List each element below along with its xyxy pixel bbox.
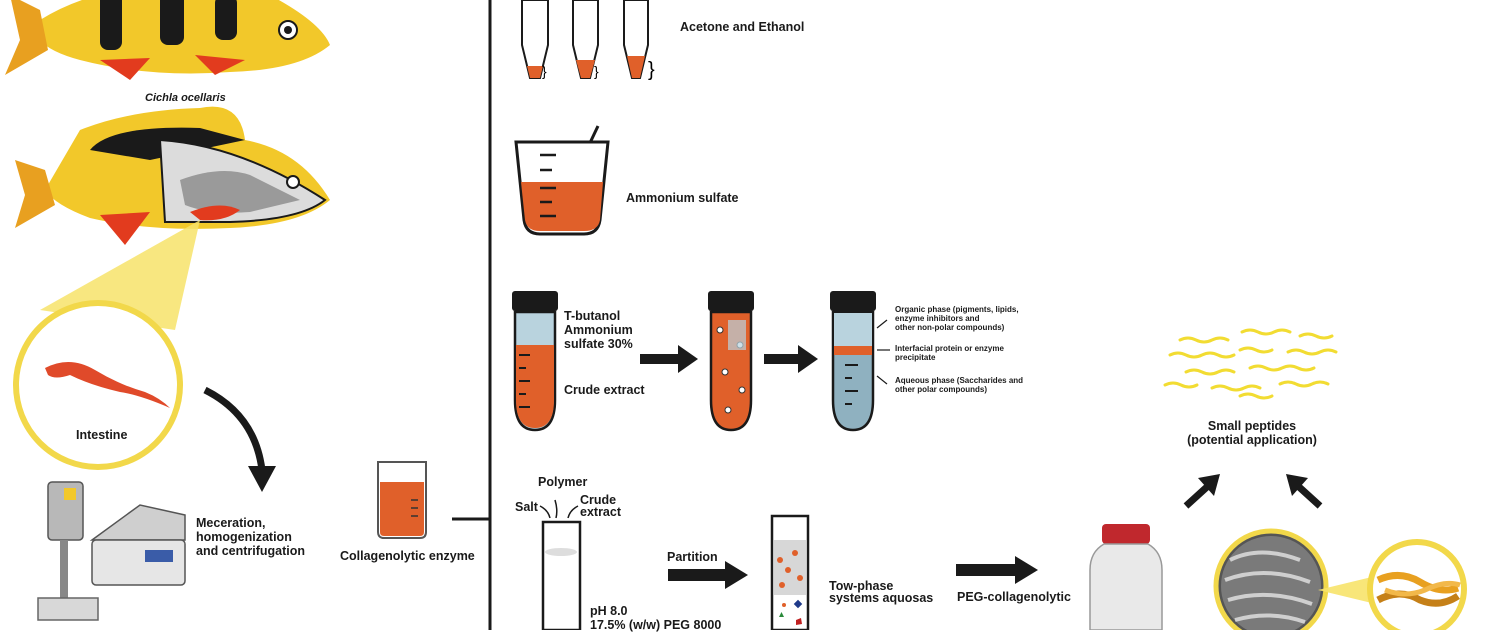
centrifuge-icon: [89, 504, 186, 586]
atps-tube-icon: [539, 499, 582, 630]
species-label: Cichla ocellaris: [145, 92, 226, 104]
organic-line-3: other non-polar compounds): [895, 323, 1005, 332]
arrow-up-right-icon: [1286, 474, 1323, 509]
arrow-up-left-icon: [1183, 474, 1220, 509]
aqueous-line-1: Aqueous phase (Saccharides and: [895, 376, 1024, 385]
interfacial-line-2: precipitate: [895, 353, 936, 362]
aqueous-line-2: other polar compounds): [895, 385, 987, 394]
intestine-label: Intestine: [76, 428, 128, 442]
two-phase-line-2: systems aquosas: [829, 591, 934, 605]
crude-extract-label: Crude extract: [564, 383, 645, 397]
crude-label: Crude extract: [580, 493, 621, 519]
partition-arrow-icon: [668, 561, 748, 589]
peptides-line-2: (potential application): [1187, 433, 1317, 447]
peg-arrow-icon: [956, 556, 1038, 584]
organic-phase-label: Organic phase (pigments, lipids, enzyme …: [895, 305, 1019, 332]
crude-line-1: Crude: [580, 493, 617, 507]
tpp-line-2: Ammonium: [564, 323, 633, 337]
ph-line-2: 17.5% (w/w) PEG 8000: [590, 618, 722, 632]
ph-label: pH 8.0 17.5% (w/w) PEG 8000: [590, 604, 721, 632]
peptides-label: Small peptides (potential application): [1182, 419, 1322, 447]
curved-arrow: [203, 386, 266, 471]
svg-text:}: }: [648, 59, 655, 81]
organic-line-1: Organic phase (pigments, lipids,: [895, 305, 1019, 314]
acetone-label: Acetone and Ethanol: [680, 20, 805, 34]
acetone-tubes-icon: } } }: [521, 0, 655, 81]
svg-text:}: }: [594, 63, 599, 79]
maceration-label: Meceration, homogenization and centrifug…: [196, 516, 305, 558]
dissected-fish-icon: [15, 106, 330, 245]
ammonium-label: Ammonium sulfate: [626, 191, 739, 205]
maceration-line-2: homogenization: [196, 530, 292, 544]
peptides-line-1: Small peptides: [1207, 419, 1297, 433]
two-phase-label: Tow-phase systems aquosas: [829, 579, 934, 605]
aqueous-label: Aqueous phase (Saccharides and other pol…: [895, 376, 1023, 394]
interfacial-line-1: Interfacial protein or enzyme: [895, 344, 1004, 353]
enzyme-label: Collagenolytic enzyme: [340, 549, 475, 563]
ammonium-beaker-icon: [514, 125, 610, 236]
polymer-label: Polymer: [538, 475, 588, 489]
organic-line-2: enzyme inhibitors and: [895, 314, 980, 323]
tpp-tube-2-icon: [708, 291, 754, 432]
bottle-icon: [1089, 524, 1163, 630]
small-peptides-icon: [1163, 328, 1338, 400]
tpp-label: T-butanol Ammonium sulfate 30%: [564, 309, 633, 351]
tpp-tube-1-icon: [512, 291, 558, 432]
salt-label: Salt: [515, 500, 538, 514]
tpp-tube-3-icon: [830, 291, 890, 432]
ph-line-1: pH 8.0: [590, 604, 628, 618]
partition-label: Partition: [667, 550, 718, 564]
peg-label: PEG-collagenolytic: [957, 590, 1071, 604]
svg-text:}: }: [542, 63, 547, 79]
collagen-scales-circle: [1213, 528, 1329, 630]
enzyme-beaker-icon: [377, 461, 427, 539]
intestine-icon: [45, 361, 170, 408]
tpp-line-3: sulfate 30%: [564, 337, 633, 351]
arrow-icon: [764, 345, 818, 373]
maceration-line-1: Meceration,: [196, 516, 266, 530]
zoom-cone-2: [1318, 575, 1380, 605]
fish-icon: [5, 0, 330, 80]
homogenizer-icon: [37, 481, 99, 621]
tpp-line-1: T-butanol: [564, 309, 621, 323]
two-phase-tube-icon: [770, 514, 810, 630]
crude-line-2: extract: [580, 505, 621, 519]
collagen-fiber-circle: [1367, 539, 1467, 630]
interfacial-label: Interfacial protein or enzyme precipitat…: [895, 344, 1004, 362]
maceration-line-3: and centrifugation: [196, 544, 306, 558]
arrow-icon: [640, 345, 698, 373]
two-phase-line-1: Tow-phase: [829, 579, 894, 593]
